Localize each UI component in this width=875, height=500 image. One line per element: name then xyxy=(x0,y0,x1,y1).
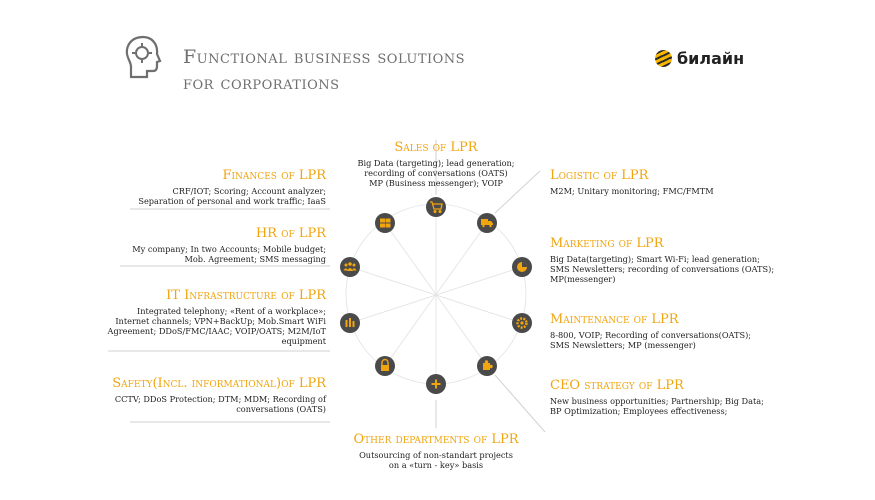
finances-block: Finances of LPR CRF/IOT; Scoring; Accoun… xyxy=(100,168,326,206)
other-node[interactable] xyxy=(426,374,446,394)
sales-desc-line1: Big Data (targeting); lead generation; xyxy=(357,158,515,168)
finances-node[interactable] xyxy=(375,213,395,233)
logistic-desc-line1: M2M; Unitary monitoring; FMC/FMTM xyxy=(550,186,714,196)
it-node[interactable] xyxy=(340,313,360,333)
hr-block: HR of LPR My company; In two Accounts; M… xyxy=(100,226,326,264)
head-gear-logo-icon xyxy=(125,35,162,79)
finances-title: Finances of LPR xyxy=(222,168,326,183)
safety-title: Safety(Incl. informational)of LPR xyxy=(112,376,326,391)
ceo-desc-line1: New business opportunities; Partnership;… xyxy=(550,396,764,406)
ceo-block: CEO strategy of LPR New business opportu… xyxy=(550,378,780,416)
logistic-node[interactable] xyxy=(477,213,497,233)
it-desc-line2: Internet channels; VPN+BackUp; Mob.Smart… xyxy=(115,316,326,326)
safety-desc-line1: CCTV; DDoS Protection; DTM; MDM; Recordi… xyxy=(114,394,326,404)
safety-node[interactable] xyxy=(375,356,395,376)
maintenance-desc-line2: SMS Newsletters; MP (messenger) xyxy=(550,340,696,350)
hr-desc-line1: My company; In two Accounts; Mobile budg… xyxy=(132,244,326,254)
puzzle-icon xyxy=(483,360,493,370)
other-desc-line2: on a «turn - key» basis xyxy=(388,460,484,470)
maintenance-node[interactable] xyxy=(512,313,532,333)
other-title: Other departments of LPR xyxy=(353,432,519,447)
it-desc-line3: Agreement; DDoS/FMC/IAAC; VOIP/OATS; M2M… xyxy=(107,326,326,336)
it-desc-line1: Integrated telephony; «Rent of a workpla… xyxy=(137,306,326,316)
ceo-title: CEO strategy of LPR xyxy=(550,378,684,393)
marketing-block: Marketing of LPR Big Data(targeting); Sm… xyxy=(550,236,780,284)
ceo-connector xyxy=(494,374,546,433)
money-icon xyxy=(380,218,391,228)
logistic-title: Logistic of LPR xyxy=(550,168,649,183)
marketing-title: Marketing of LPR xyxy=(550,236,664,251)
hr-title: HR of LPR xyxy=(255,226,326,241)
gear-icon xyxy=(516,317,528,329)
maintenance-desc-line1: 8-800, VOIP; Recording of conversations(… xyxy=(550,330,752,340)
truck-icon xyxy=(481,219,493,228)
finances-desc-line1: CRF/IOT; Scoring; Account analyzer; xyxy=(172,186,326,196)
other-desc-line1: Outsourcing of non-standart projects xyxy=(359,450,513,460)
sales-desc-line3: MP (Business messenger); VOIP xyxy=(369,178,503,188)
sales-block: Sales of LPR Big Data (targeting); lead … xyxy=(346,140,526,188)
page-title: Functional business solutions for corpor… xyxy=(183,44,465,96)
sales-desc-line2: recording of conversations (OATS) xyxy=(364,168,508,178)
ceo-node[interactable] xyxy=(477,356,497,376)
logistic-connector xyxy=(494,170,541,214)
beeline-stripes-icon xyxy=(655,50,672,67)
plus-icon xyxy=(431,379,441,389)
lock-icon xyxy=(381,358,389,371)
it-title: IT Infrastructure of LPR xyxy=(166,288,326,303)
maintenance-title: Maintenance of LPR xyxy=(550,312,679,327)
marketing-desc-line2: SMS Newsletters; recording of conversati… xyxy=(550,264,775,274)
ceo-desc-line2: BP Optimization; Employees effectiveness… xyxy=(550,406,728,416)
marketing-desc-line3: MP(messenger) xyxy=(550,274,616,284)
hr-node[interactable] xyxy=(340,257,360,277)
it-desc-line4: equipment xyxy=(281,336,326,346)
marketing-desc-line1: Big Data(targeting); Smart Wi-Fi; lead g… xyxy=(550,254,760,264)
other-block: Other departments of LPR Outsourcing of … xyxy=(336,432,536,470)
pie-chart-icon xyxy=(517,262,527,272)
logistic-block: Logistic of LPR M2M; Unitary monitoring;… xyxy=(550,168,770,196)
bar-chart-icon xyxy=(345,318,355,327)
brand-name: билайн xyxy=(677,49,745,68)
title-line-1: Functional business solutions xyxy=(183,46,466,68)
title-line-2: for corporations xyxy=(183,72,340,94)
maintenance-block: Maintenance of LPR 8-800, VOIP; Recordin… xyxy=(550,312,780,350)
people-icon xyxy=(343,262,357,271)
sales-node[interactable] xyxy=(426,197,446,217)
safety-desc-line2: conversations (OATS) xyxy=(236,404,326,414)
sales-title: Sales of LPR xyxy=(394,140,478,155)
cart-icon xyxy=(430,201,443,214)
marketing-node[interactable] xyxy=(512,257,532,277)
brand-logo: билайн xyxy=(655,49,744,68)
safety-block: Safety(Incl. informational)of LPR CCTV; … xyxy=(100,376,326,414)
it-block: IT Infrastructure of LPR Integrated tele… xyxy=(96,288,326,346)
hr-desc-line2: Mob. Agreement; SMS messaging xyxy=(184,254,326,264)
finances-desc-line2: Separation of personal and work traffic;… xyxy=(138,196,326,206)
